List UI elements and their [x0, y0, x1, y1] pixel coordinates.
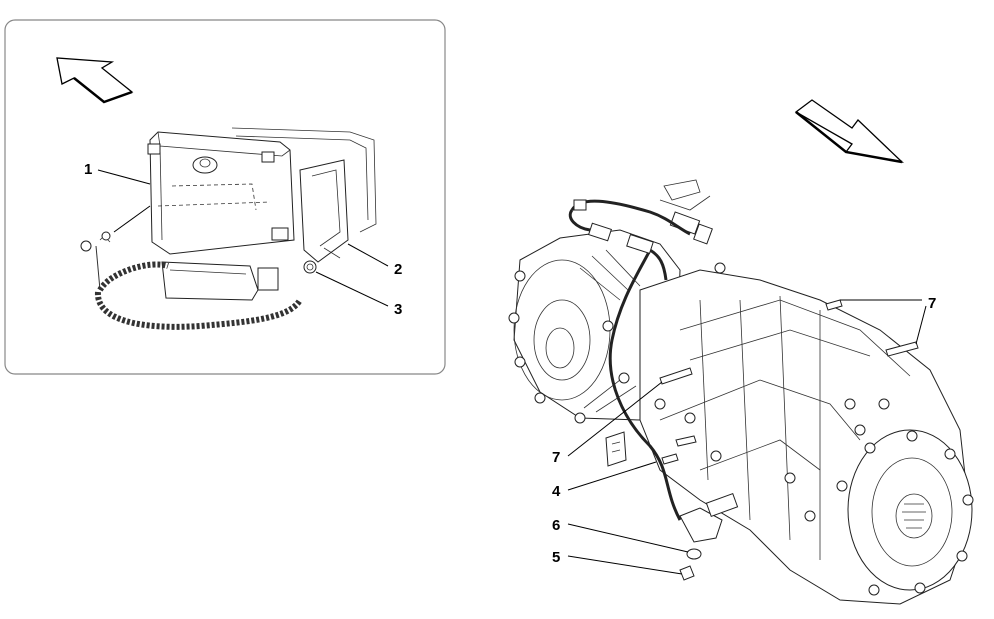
callout-1: 1	[84, 161, 92, 178]
harness-cable-part	[568, 199, 739, 581]
callout-leader-1b	[113, 205, 151, 233]
callout-6: 6	[552, 517, 560, 534]
direction-arrow-icon	[794, 99, 905, 164]
control-unit-part	[80, 127, 377, 330]
callout-leader-7c	[567, 381, 663, 457]
callout-leader-3	[315, 271, 389, 307]
direction-arrow-icon	[56, 57, 134, 104]
callout-7-left: 7	[552, 449, 560, 466]
callout-leader-5	[567, 555, 683, 575]
main-assembly: 7 7 4 6 5	[508, 99, 974, 605]
callout-5: 5	[552, 549, 560, 566]
callout-leader-4	[567, 461, 657, 491]
callout-leader-1	[97, 169, 151, 185]
callout-3: 3	[394, 301, 402, 318]
callout-leader-7b	[915, 305, 927, 345]
callout-leader-6	[567, 523, 689, 553]
gearbox-housing-part	[508, 229, 974, 605]
inset-panel: 1 2 3	[4, 19, 446, 375]
callout-7-top: 7	[928, 295, 936, 312]
callout-4: 4	[552, 483, 561, 500]
sensor-part	[659, 179, 713, 245]
callout-leader-2	[347, 243, 389, 267]
callout-2: 2	[394, 261, 402, 278]
